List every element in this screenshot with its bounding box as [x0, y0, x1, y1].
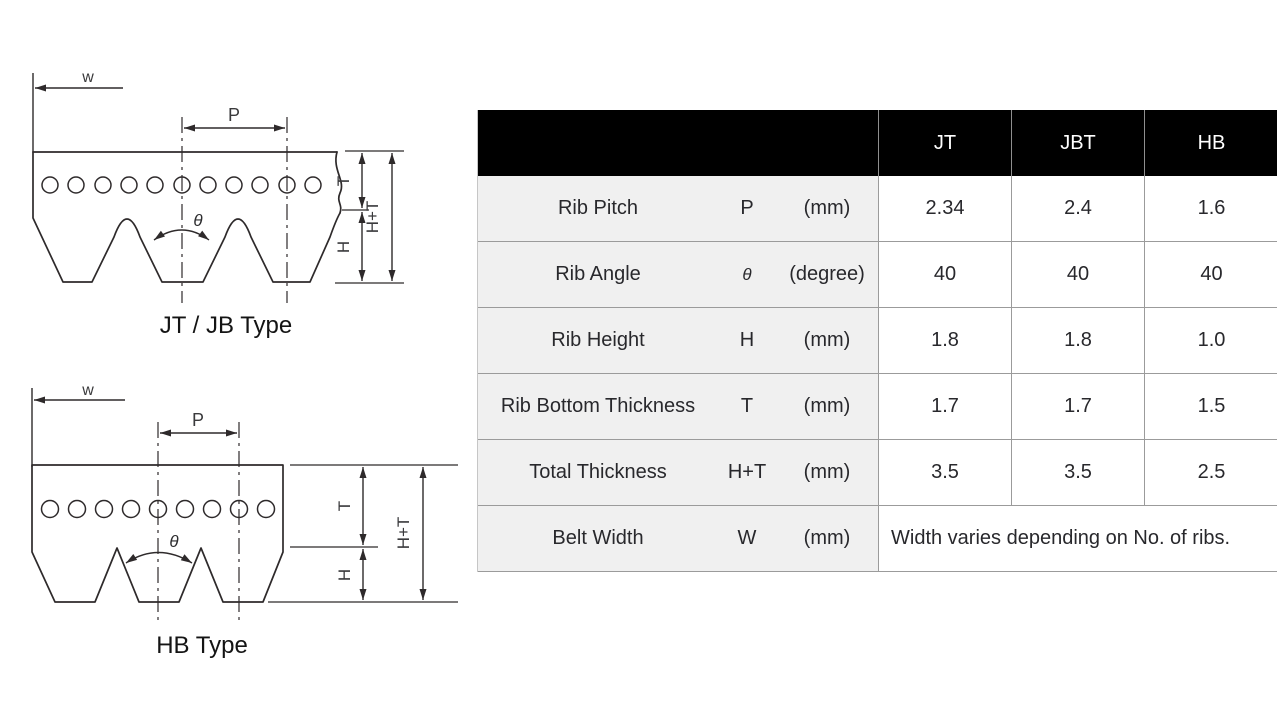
cord-circle [202, 499, 222, 519]
cord-circle [41, 176, 59, 194]
cord-circle [67, 176, 85, 194]
cord-circle [67, 499, 87, 519]
cord-circle [175, 499, 195, 519]
cell-value: 1.6 [1144, 176, 1278, 241]
header-cell-jt: JT [878, 110, 1011, 176]
row-name: Belt Width [552, 527, 644, 549]
row-unit: (mm) [803, 197, 851, 219]
cord-circle [304, 176, 322, 194]
row-label: Rib Angle θ (degree) [478, 242, 878, 307]
hb-angle-label: θ [169, 532, 179, 551]
cord-circle [94, 499, 114, 519]
jt-ht-label: H+T [363, 201, 382, 234]
cell-value: 1.8 [1011, 308, 1144, 373]
jt-jb-diagram: w P [32, 69, 404, 339]
row-unit: (mm) [803, 527, 851, 549]
table-row: Rib Pitch P (mm) 2.34 2.4 1.6 [478, 176, 1278, 242]
cord-circle [121, 499, 141, 519]
row-symbol: T [740, 395, 754, 417]
row-label: Rib Pitch P (mm) [478, 176, 878, 241]
table-row: Belt Width W (mm) Width varies depending… [478, 506, 1278, 572]
hb-cord-row [40, 499, 276, 519]
header-cell-jbt: JBT [1011, 110, 1144, 176]
cell-value: 2.5 [1144, 440, 1278, 505]
hb-ht-label: H+T [394, 517, 413, 550]
row-unit: (mm) [803, 461, 851, 483]
row-unit: (mm) [803, 329, 851, 351]
cord-circle [120, 176, 138, 194]
row-label: Rib Bottom Thickness T (mm) [478, 374, 878, 439]
cell-value: 3.5 [878, 440, 1011, 505]
row-name: Rib Angle [555, 263, 641, 285]
row-symbol: H [739, 329, 755, 351]
cell-value: 40 [1011, 242, 1144, 307]
row-unit: (mm) [803, 395, 851, 417]
cord-circle [225, 176, 243, 194]
hb-belt-outline [31, 464, 284, 603]
belt-diagrams: w P [31, 69, 458, 659]
table-row: Rib Bottom Thickness T (mm) 1.7 1.7 1.5 [478, 374, 1278, 440]
cell-value: 1.5 [1144, 374, 1278, 439]
row-symbol: W [737, 527, 757, 549]
jt-belt-rib-profile [32, 151, 341, 283]
cord-circle [146, 176, 164, 194]
jt-break-edge [335, 151, 343, 214]
row-label: Belt Width W (mm) [478, 506, 878, 571]
table-header-row: JT JBT HB [478, 110, 1277, 176]
cord-circle [256, 499, 276, 519]
cell-value: 1.0 [1144, 308, 1278, 373]
cell-value: 1.7 [1011, 374, 1144, 439]
header-cell-empty [478, 110, 878, 176]
hb-diagram-title: HB Type [156, 632, 248, 659]
cell-note: Width varies depending on No. of ribs. [878, 506, 1278, 571]
row-name: Rib Bottom Thickness [500, 395, 696, 417]
row-symbol: P [740, 197, 754, 219]
header-cell-hb: HB [1144, 110, 1278, 176]
row-name: Rib Pitch [557, 197, 639, 219]
hb-angle-arc [125, 551, 193, 564]
hb-diagram: w P θ [31, 382, 458, 659]
cord-circle [40, 499, 60, 519]
hb-width-label: w [81, 382, 94, 399]
cord-circle [94, 176, 112, 194]
jt-t-label: T [334, 176, 353, 186]
table-row: Rib Angle θ (degree) 40 40 40 [478, 242, 1278, 308]
cell-value: 40 [1144, 242, 1278, 307]
hb-t-label: T [335, 501, 354, 511]
row-symbol: H+T [727, 461, 767, 483]
cord-circle [251, 176, 269, 194]
row-symbol: θ [742, 264, 752, 284]
cell-value: 1.7 [878, 374, 1011, 439]
table-row: Total Thickness H+T (mm) 3.5 3.5 2.5 [478, 440, 1278, 506]
hb-h-label: H [335, 569, 354, 581]
row-label: Rib Height H (mm) [478, 308, 878, 373]
jt-diagram-title: JT / JB Type [160, 312, 293, 339]
cell-value: 1.8 [878, 308, 1011, 373]
jt-pitch-label: P [228, 105, 240, 125]
cell-value: 2.34 [878, 176, 1011, 241]
table-row: Rib Height H (mm) 1.8 1.8 1.0 [478, 308, 1278, 374]
cell-value: 40 [878, 242, 1011, 307]
row-name: Total Thickness [529, 461, 667, 483]
cell-value: 3.5 [1011, 440, 1144, 505]
jt-cord-row [41, 176, 322, 194]
jt-width-label: w [81, 69, 94, 86]
belt-spec-table: JT JBT HB Rib Pitch P (mm) 2.34 2.4 1.6 … [477, 110, 1278, 572]
hb-pitch-label: P [192, 410, 204, 430]
jt-angle-arc [153, 229, 210, 241]
row-unit: (degree) [789, 263, 865, 285]
jt-angle-label: θ [193, 211, 203, 230]
cord-circle [199, 176, 217, 194]
row-name: Rib Height [551, 329, 645, 351]
cell-value: 2.4 [1011, 176, 1144, 241]
jt-h-label: H [334, 241, 353, 253]
row-label: Total Thickness H+T (mm) [478, 440, 878, 505]
